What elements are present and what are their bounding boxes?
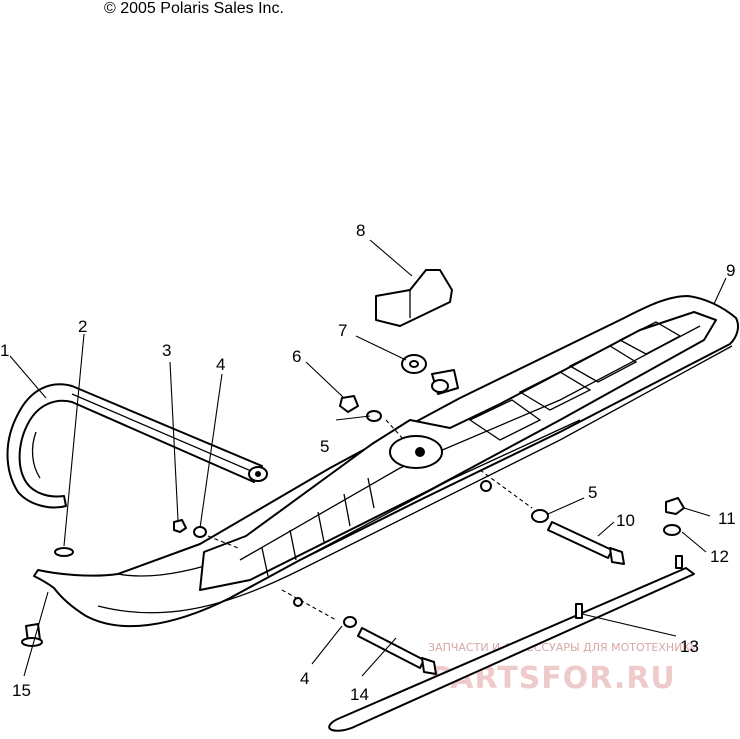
callout-7: 7 (338, 321, 347, 340)
part-bolt-10 (547, 521, 625, 565)
part-washer-12 (663, 524, 681, 536)
callout-6: 6 (292, 347, 301, 366)
callout-1: 1 (0, 341, 9, 360)
part-handle (6, 383, 268, 509)
callout-5b: 5 (588, 483, 597, 502)
part-hardware (21, 395, 685, 675)
part-wear-bar (328, 555, 695, 732)
watermark-caption: ЗАПЧАСТИ И АКСЕССУАРЫ ДЛЯ МОТОТЕХНИКИ (428, 641, 698, 654)
part-washer-bushing (401, 354, 459, 395)
callout-10: 10 (616, 511, 635, 530)
callout-5: 5 (320, 437, 329, 456)
part-bolt-14 (357, 627, 437, 675)
part-pin-15 (21, 623, 43, 647)
callouts: 1 2 3 4 5 6 7 8 9 10 11 12 13 14 15 4 5 (0, 221, 736, 704)
callout-13: 13 (680, 637, 699, 656)
callout-12: 12 (710, 547, 729, 566)
callout-11: 11 (718, 509, 736, 528)
copyright-notice: © 2005 Polaris Sales Inc. (104, 0, 284, 17)
callout-4: 4 (216, 355, 225, 374)
part-nut-6 (339, 395, 359, 413)
callout-2: 2 (78, 317, 87, 336)
part-rivet-2 (54, 547, 74, 557)
callout-15: 15 (12, 681, 31, 700)
callout-14: 14 (350, 685, 369, 704)
part-nut-11 (665, 497, 685, 515)
part-washer-4b (343, 616, 357, 628)
callout-8: 8 (356, 221, 365, 240)
part-nut-3 (173, 519, 187, 533)
leader-lines (9, 239, 727, 677)
callout-4b: 4 (300, 669, 309, 688)
part-washer-4 (193, 526, 207, 538)
part-saddle (375, 269, 453, 327)
callout-3: 3 (162, 341, 171, 360)
callout-9: 9 (726, 261, 735, 280)
part-ski-body (33, 295, 739, 628)
part-washer-5b (531, 509, 549, 523)
